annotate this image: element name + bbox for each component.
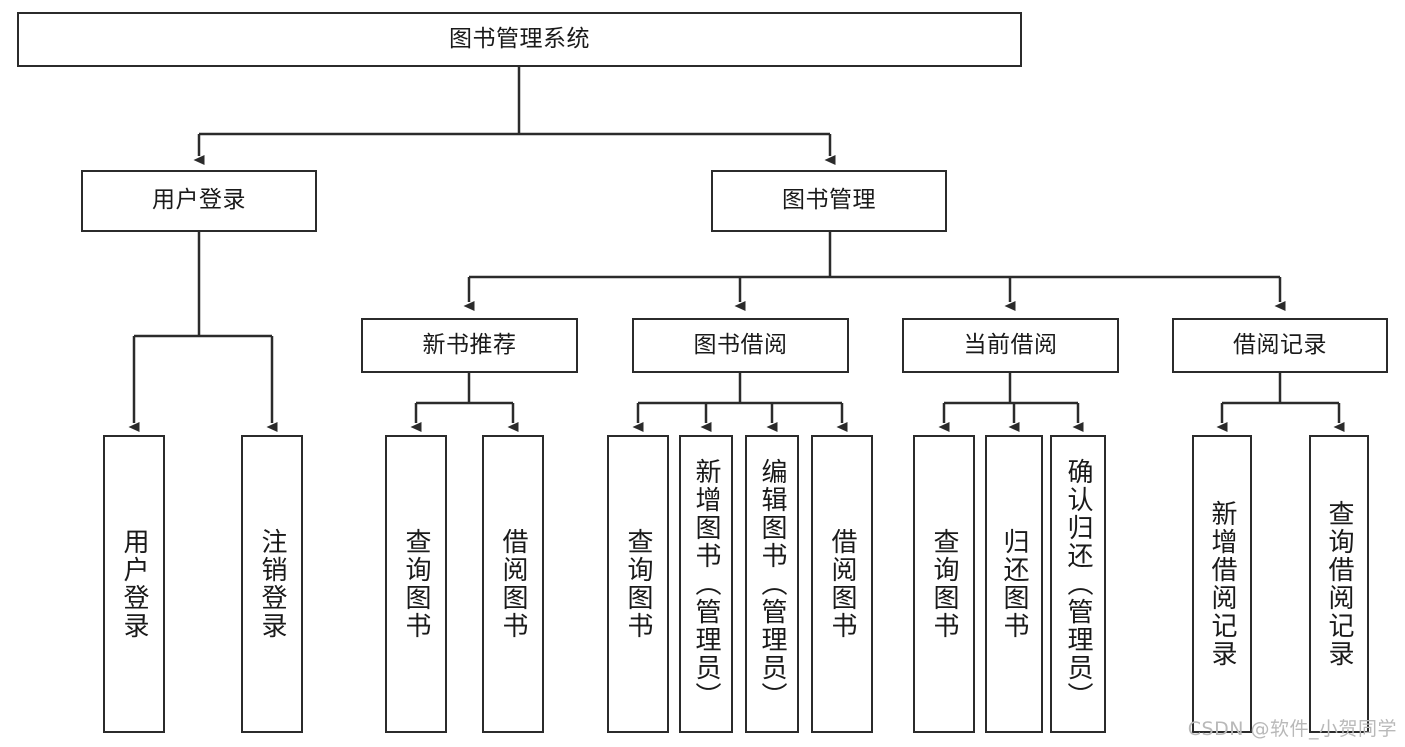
node-leaf-edit-book[interactable]: 编辑图书（管理员） (745, 435, 799, 733)
node-user-login-label: 用户登录 (152, 187, 246, 214)
node-leaf-add-book[interactable]: 新增图书（管理员） (679, 435, 733, 733)
node-leaf-query-borrow-record-label: 查询借阅记录 (1324, 500, 1354, 668)
node-new-book-recommend[interactable]: 新书推荐 (361, 318, 578, 373)
node-borrow-record[interactable]: 借阅记录 (1172, 318, 1388, 373)
node-leaf-edit-book-label: 编辑图书（管理员） (757, 458, 787, 710)
node-leaf-user-login-label: 用户登录 (119, 528, 149, 640)
node-leaf-add-borrow-record-label: 新增借阅记录 (1207, 500, 1237, 668)
node-leaf-query-book-1-label: 查询图书 (401, 528, 431, 640)
node-leaf-query-book-2-label: 查询图书 (623, 528, 653, 640)
node-leaf-confirm-return[interactable]: 确认归还（管理员） (1050, 435, 1106, 733)
node-root-label: 图书管理系统 (449, 25, 590, 52)
node-leaf-borrow-book-1-label: 借阅图书 (498, 528, 528, 640)
node-leaf-query-book-3-label: 查询图书 (929, 528, 959, 640)
node-book-borrow-label: 图书借阅 (693, 331, 788, 358)
node-leaf-borrow-book-1[interactable]: 借阅图书 (482, 435, 544, 733)
node-leaf-query-borrow-record[interactable]: 查询借阅记录 (1309, 435, 1369, 733)
node-book-management-label: 图书管理 (782, 187, 876, 214)
node-borrow-record-label: 借阅记录 (1233, 331, 1327, 358)
node-leaf-query-book-3[interactable]: 查询图书 (913, 435, 975, 733)
watermark-text: CSDN @软件_小贺同学 (1187, 718, 1397, 740)
node-root[interactable]: 图书管理系统 (17, 12, 1022, 67)
node-leaf-user-logout[interactable]: 注销登录 (241, 435, 303, 733)
node-leaf-user-login[interactable]: 用户登录 (103, 435, 165, 733)
node-current-borrow[interactable]: 当前借阅 (902, 318, 1119, 373)
node-leaf-add-borrow-record[interactable]: 新增借阅记录 (1192, 435, 1252, 733)
node-book-management[interactable]: 图书管理 (711, 170, 947, 232)
node-user-login[interactable]: 用户登录 (81, 170, 317, 232)
node-new-book-recommend-label: 新书推荐 (422, 331, 517, 358)
node-leaf-user-logout-label: 注销登录 (257, 528, 287, 640)
node-leaf-add-book-label: 新增图书（管理员） (691, 458, 721, 710)
node-leaf-return-book-label: 归还图书 (999, 528, 1029, 640)
node-leaf-return-book[interactable]: 归还图书 (985, 435, 1043, 733)
node-leaf-confirm-return-label: 确认归还（管理员） (1063, 458, 1093, 710)
node-leaf-query-book-1[interactable]: 查询图书 (385, 435, 447, 733)
node-leaf-query-book-2[interactable]: 查询图书 (607, 435, 669, 733)
node-leaf-borrow-book-2[interactable]: 借阅图书 (811, 435, 873, 733)
node-leaf-borrow-book-2-label: 借阅图书 (827, 528, 857, 640)
node-book-borrow[interactable]: 图书借阅 (632, 318, 849, 373)
node-current-borrow-label: 当前借阅 (963, 331, 1058, 358)
